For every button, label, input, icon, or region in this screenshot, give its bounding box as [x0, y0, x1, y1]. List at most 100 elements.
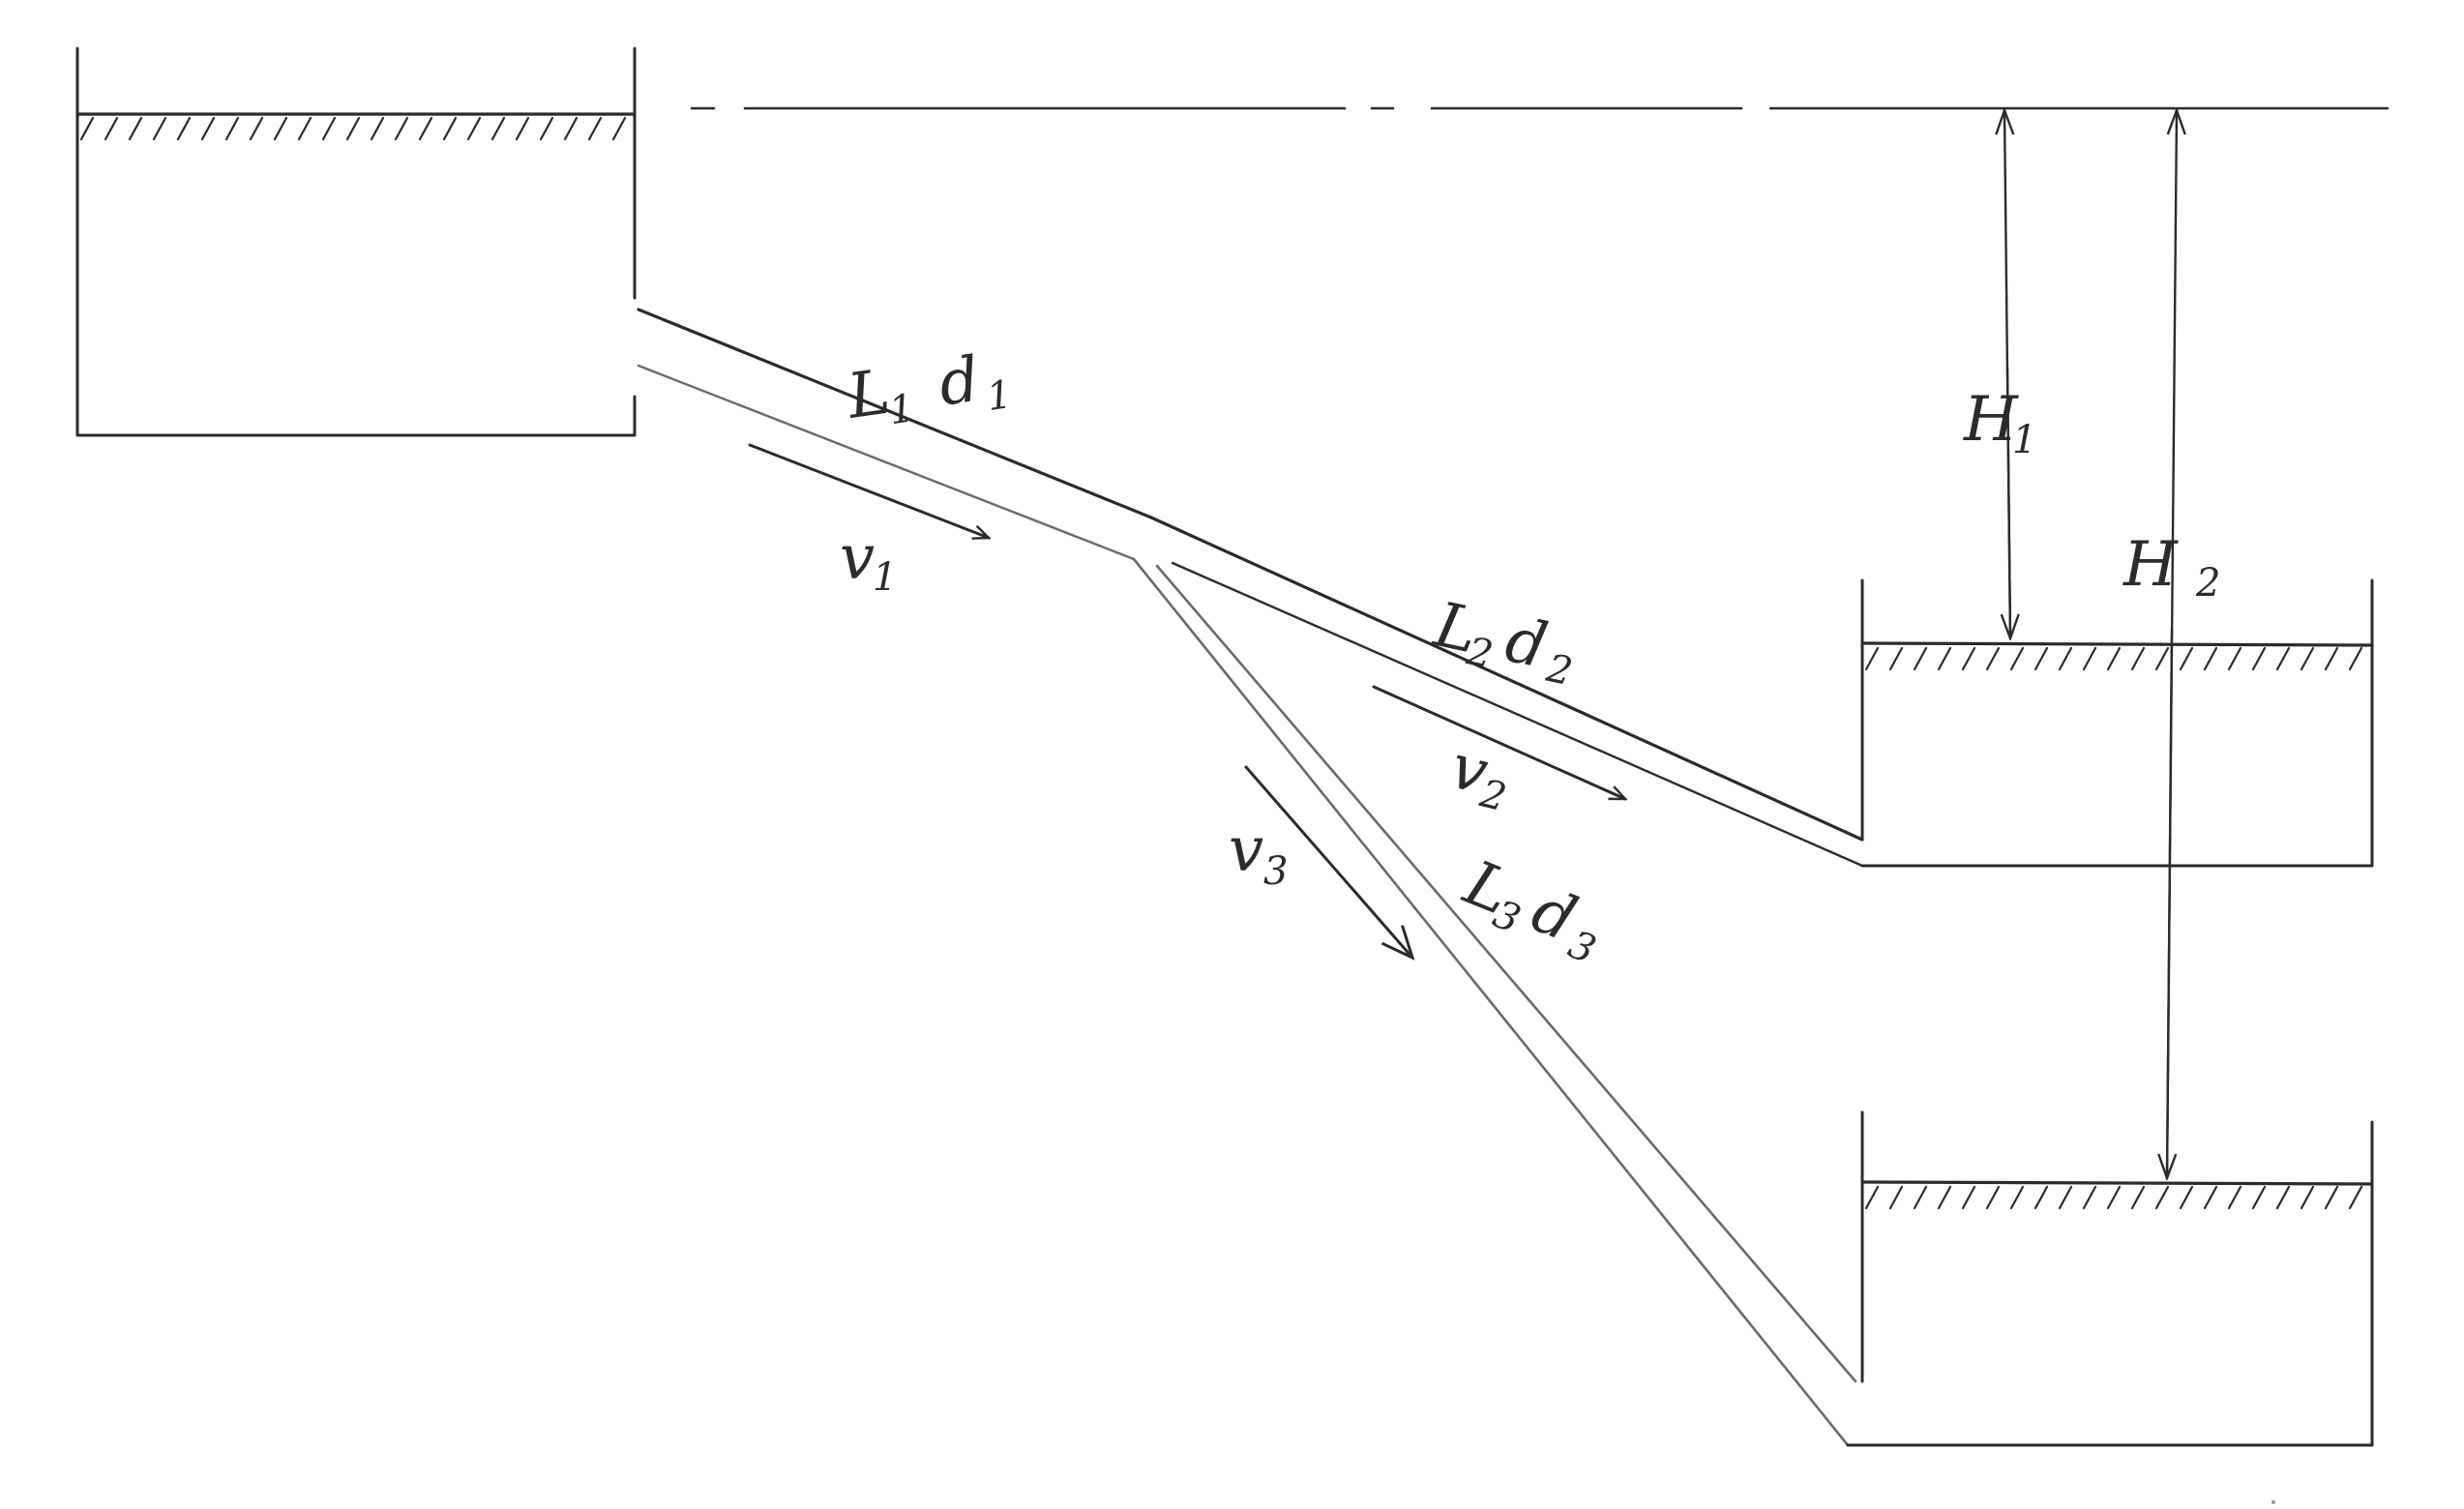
hatch-stroke — [1961, 646, 1976, 671]
svg-text:d: d — [935, 344, 984, 421]
dimension-H1 — [2004, 110, 2010, 638]
hatch-stroke — [2227, 1185, 2242, 1210]
label-H1: H 1 — [1963, 384, 2036, 462]
hatch-stroke — [176, 116, 192, 141]
hatch-stroke — [2082, 1185, 2097, 1210]
velocity-arrow-v3 — [1244, 765, 1415, 961]
hatch-stroke — [2106, 646, 2122, 671]
hatch-stroke — [104, 116, 119, 141]
hatch-stroke — [563, 116, 579, 141]
hatch-stroke — [128, 116, 143, 141]
label-pipe-3: L 3 d 3 — [1454, 847, 1602, 973]
hatch-stroke — [2082, 646, 2097, 671]
hatch-stroke — [2058, 646, 2073, 671]
pipe-2 — [1149, 516, 1864, 868]
label-H2: H 2 — [2123, 529, 2220, 606]
svg-text:1: 1 — [984, 372, 1015, 420]
label-v1: v 1 — [840, 522, 897, 600]
svg-text:H: H — [1963, 384, 2019, 456]
svg-text:v: v — [840, 522, 875, 594]
hatch-stroke — [418, 116, 433, 141]
hatch-stroke — [2227, 646, 2242, 671]
hatch-stroke — [2348, 646, 2363, 671]
hatch-stroke — [2203, 646, 2218, 671]
hatch-stroke — [587, 116, 603, 141]
hatch-stroke — [515, 116, 530, 141]
lower-water-hatching — [1864, 1185, 2363, 1210]
lower-reservoir — [1846, 1110, 2374, 1447]
hatch-stroke — [152, 116, 167, 141]
hatch-stroke — [321, 116, 337, 141]
hatch-stroke — [249, 116, 264, 141]
svg-text:1: 1 — [886, 386, 917, 433]
hatch-stroke — [1961, 1185, 1976, 1210]
hatch-stroke — [2324, 646, 2339, 671]
hatch-stroke — [1864, 646, 1880, 671]
hatch-stroke — [2130, 1185, 2146, 1210]
hatch-stroke — [539, 116, 554, 141]
hatch-stroke — [490, 116, 506, 141]
hatch-stroke — [2251, 1185, 2267, 1210]
svg-text:H: H — [2123, 529, 2179, 601]
hatch-stroke — [2154, 646, 2170, 671]
label-v2: v 2 — [1443, 731, 1510, 820]
hatch-stroke — [2275, 1185, 2291, 1210]
hatch-stroke — [1913, 1185, 1928, 1210]
hatch-stroke — [2203, 1185, 2218, 1210]
hatch-stroke — [1937, 646, 1952, 671]
hatch-stroke — [466, 116, 482, 141]
hatch-stroke — [224, 116, 240, 141]
svg-text:1: 1 — [2012, 418, 2036, 462]
hatch-stroke — [394, 116, 409, 141]
velocity-arrow-v1 — [748, 443, 989, 538]
middle-reservoir — [1860, 578, 2374, 868]
hatch-stroke — [1985, 646, 2001, 671]
label-pipe-1: L 1 d 1 — [843, 344, 1015, 434]
hatch-stroke — [2275, 646, 2291, 671]
lower-water-surface — [1860, 1180, 2374, 1186]
velocity-arrow-v2 — [1372, 685, 1625, 801]
hatch-stroke — [297, 116, 312, 141]
hatch-stroke — [442, 116, 458, 141]
upper-reservoir — [75, 46, 637, 437]
hatch-stroke — [611, 116, 627, 141]
paper-speck — [2271, 1500, 2275, 1504]
hatch-stroke — [1864, 1185, 1880, 1210]
svg-text:1: 1 — [873, 555, 897, 600]
label-v3: v 3 — [1229, 814, 1288, 894]
hatch-stroke — [2179, 1185, 2194, 1210]
hatch-stroke — [2348, 1185, 2363, 1210]
hatch-stroke — [79, 116, 95, 141]
hatch-stroke — [2034, 1185, 2049, 1210]
hatch-stroke — [2300, 1185, 2315, 1210]
hatch-stroke — [200, 116, 216, 141]
hatch-stroke — [2106, 1185, 2122, 1210]
hatch-stroke — [2251, 646, 2267, 671]
hatch-stroke — [1985, 1185, 2001, 1210]
hatch-stroke — [2130, 646, 2146, 671]
hatch-stroke — [2009, 1185, 2025, 1210]
hatch-stroke — [2154, 1185, 2170, 1210]
svg-text:L: L — [843, 357, 894, 433]
pipe-1 — [637, 308, 1153, 561]
upper-water-hatching — [79, 116, 627, 141]
middle-water-surface — [1860, 641, 2374, 647]
hatch-stroke — [345, 116, 361, 141]
svg-text:3: 3 — [1263, 849, 1288, 894]
svg-text:2: 2 — [1542, 646, 1576, 695]
hatch-stroke — [1888, 646, 1904, 671]
hatch-stroke — [2324, 1185, 2339, 1210]
pipe-3 — [1132, 557, 1857, 1447]
hatch-stroke — [2034, 646, 2049, 671]
svg-text:v: v — [1229, 814, 1263, 886]
hatch-stroke — [1937, 1185, 1952, 1210]
svg-text:2: 2 — [2195, 561, 2220, 606]
dimension-H2 — [2167, 110, 2177, 1178]
svg-text:d: d — [1499, 605, 1553, 683]
hatch-stroke — [370, 116, 385, 141]
hatch-stroke — [2009, 646, 2025, 671]
hatch-stroke — [2300, 646, 2315, 671]
middle-water-hatching — [1864, 646, 2363, 671]
hatch-stroke — [1913, 646, 1928, 671]
